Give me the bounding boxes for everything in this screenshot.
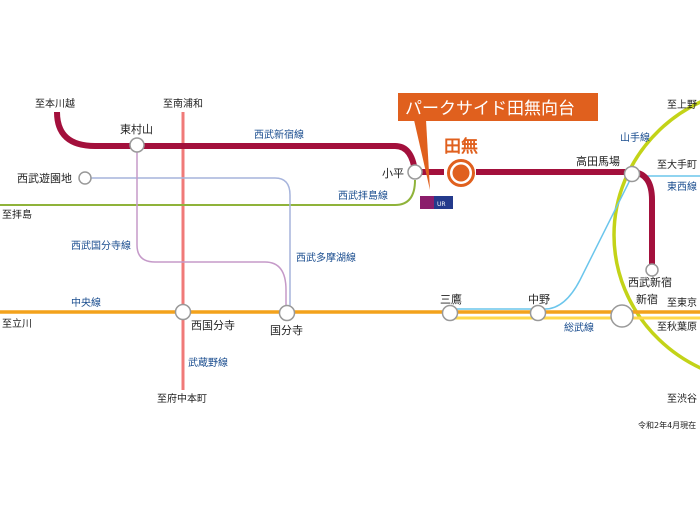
station-seibushinjuku[interactable] — [645, 263, 659, 277]
ur-logo: UR — [420, 196, 453, 209]
seibu-shinjuku-line — [54, 111, 655, 268]
station-nakano[interactable] — [529, 304, 547, 322]
station-kodaira[interactable] — [407, 164, 423, 180]
station-tanashi-dot — [452, 164, 470, 182]
dest-shibuya: 至渋谷 — [667, 392, 697, 405]
as-of-note: 令和2年4月現在 — [638, 420, 696, 430]
label-sobu-line: 総武線 — [564, 321, 594, 334]
label-yamanote-line: 山手線 — [620, 131, 650, 144]
dest-otemachi: 至大手町 — [657, 158, 697, 171]
label-higashimurayama: 東村山 — [120, 122, 153, 136]
kokubunji-line — [136, 145, 287, 313]
label-nakano: 中野 — [528, 293, 550, 306]
tamako-line — [85, 177, 291, 313]
label-kodaira: 小平 — [382, 167, 404, 180]
label-tozai-line: 東西線 — [667, 180, 697, 193]
station-mitaka[interactable] — [441, 304, 459, 322]
station-takadanobaba[interactable] — [623, 165, 641, 183]
tozai-line — [450, 175, 700, 310]
dest-kawagoe: 至本川越 — [35, 97, 75, 110]
dest-tachikawa: 至立川 — [2, 317, 32, 330]
property-name: パークサイド田無向台 — [405, 99, 575, 119]
station-nishikokubunji[interactable] — [174, 303, 192, 321]
label-shinjuku: 新宿 — [636, 292, 658, 306]
tanashi-label: 田無 — [444, 136, 478, 157]
dest-ueno: 至上野 — [667, 99, 697, 111]
label-takadanobaba: 高田馬場 — [576, 154, 620, 168]
dest-akihabara: 至秋葉原 — [657, 320, 697, 333]
label-kokubunji: 国分寺 — [270, 324, 303, 337]
station-seibuyuenchi[interactable] — [78, 171, 92, 185]
label-seibuyuenchi: 西武遊園地 — [17, 171, 72, 185]
label-seibu-shinjuku-line: 西武新宿線 — [254, 128, 304, 141]
label-nishikokubunji: 西国分寺 — [191, 319, 235, 332]
label-kokubunji-line: 西武国分寺線 — [71, 239, 131, 252]
property-callout[interactable] — [398, 93, 598, 121]
yamanote-line — [612, 100, 700, 370]
label-seibushinjuku: 西武新宿 — [628, 275, 672, 289]
label-musashino-line: 武蔵野線 — [188, 356, 228, 369]
dest-fuchuhonmachi: 至府中本町 — [157, 392, 207, 405]
label-mitaka: 三鷹 — [440, 292, 462, 306]
haijima-line — [0, 179, 416, 206]
callout-tail — [414, 120, 430, 190]
label-chuo-line: 中央線 — [71, 296, 101, 309]
dest-minamiurawa: 至南浦和 — [163, 97, 203, 110]
label-tamako-line: 西武多摩湖線 — [296, 251, 356, 264]
dest-haijima: 至拝島 — [2, 208, 32, 221]
dest-tokyo: 至東京 — [667, 296, 697, 309]
svg-text:UR: UR — [437, 201, 446, 208]
label-haijima-line: 西武拝島線 — [338, 189, 388, 202]
station-kokubunji[interactable] — [278, 304, 296, 322]
station-higashimurayama[interactable] — [129, 137, 145, 153]
station-shinjuku[interactable] — [610, 304, 634, 328]
